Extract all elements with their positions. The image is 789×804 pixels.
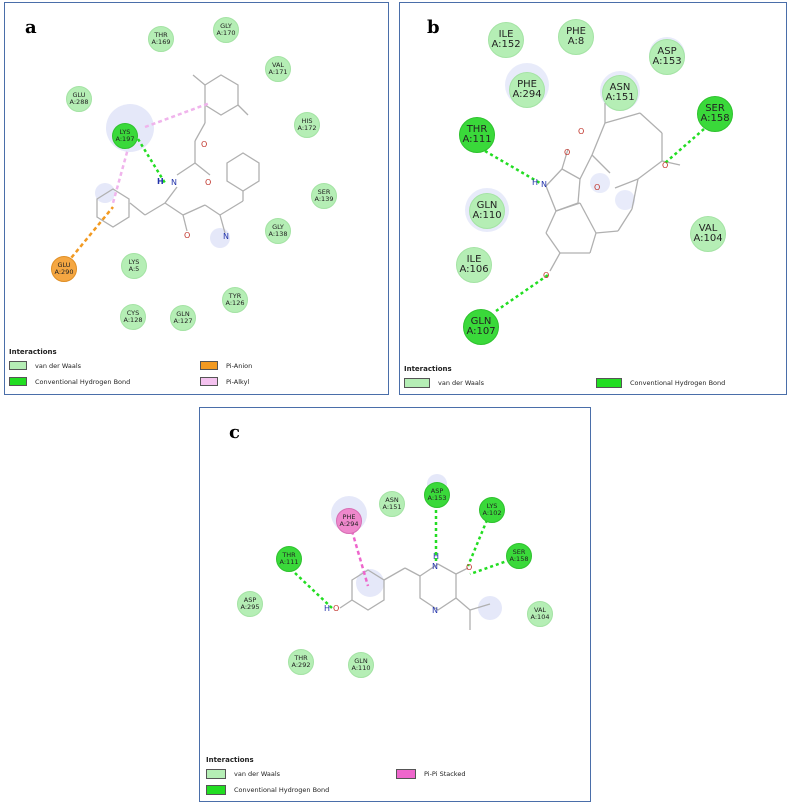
panel-b-drawing xyxy=(465,37,705,313)
atom-n: N xyxy=(432,606,438,615)
atom-o: O xyxy=(543,271,550,280)
legend-item-pi-pi-stacked: Pi-Pi Stacked xyxy=(396,769,465,779)
legend-title: Interactions xyxy=(9,348,57,356)
atom-o: O xyxy=(201,140,208,149)
panel-b-label: b xyxy=(427,17,440,38)
atom-h: H xyxy=(433,552,440,561)
atom-n: N xyxy=(171,178,177,187)
atom-o: O xyxy=(333,604,340,613)
atom-n: N xyxy=(541,180,547,189)
atom-o: O xyxy=(578,127,585,136)
panel-c-label: c xyxy=(229,422,240,443)
legend-item-pi-anion: Pi-Anion xyxy=(200,361,252,370)
atom-o: O xyxy=(184,231,191,240)
legend-item-hbond: Conventional Hydrogen Bond xyxy=(596,378,725,388)
legend-item-vdw: van der Waals xyxy=(9,361,81,370)
atom-n: N xyxy=(223,232,229,241)
atom-n: N xyxy=(432,562,438,571)
atom-o: O xyxy=(564,148,571,157)
atom-h: H xyxy=(324,604,331,613)
panel-a-label: a xyxy=(25,17,37,38)
atom-o: O xyxy=(205,178,212,187)
legend-item-hbond: Conventional Hydrogen Bond xyxy=(206,785,329,795)
atom-o: O xyxy=(466,563,473,572)
legend-title: Interactions xyxy=(404,365,452,373)
atom-h: H xyxy=(157,177,164,186)
legend-item-hbond: Conventional Hydrogen Bond xyxy=(9,377,130,386)
legend-item-vdw: van der Waals xyxy=(404,378,484,388)
legend-item-pi-alkyl: Pi-Alkyl xyxy=(200,377,249,386)
legend-title: Interactions xyxy=(206,756,254,764)
atom-o: O xyxy=(594,183,601,192)
atom-o: O xyxy=(662,161,669,170)
atom-h: H xyxy=(532,178,539,187)
legend-item-vdw: van der Waals xyxy=(206,769,280,779)
